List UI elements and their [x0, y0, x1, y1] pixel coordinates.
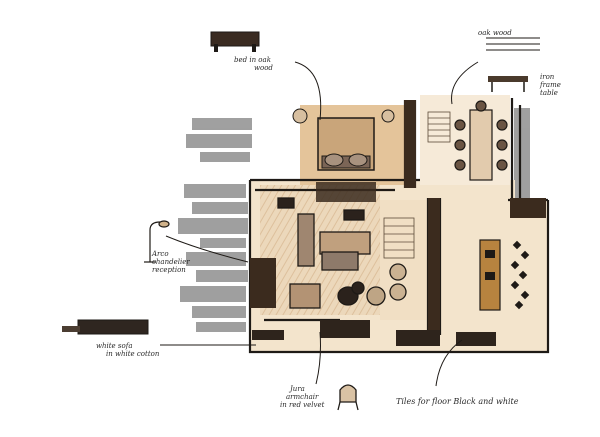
armchair-note-line1: Jura [290, 385, 305, 393]
lamp-note-line2: chandelier [152, 258, 190, 266]
lamp-note: Arco chandelier reception [152, 250, 190, 274]
armchair-note: Jura armchair in red velvet [280, 385, 324, 409]
armchair-note-line3: in red velvet [280, 401, 325, 409]
bed-sketch-icon [210, 31, 260, 52]
floor-area [250, 95, 548, 352]
floor-note: Tiles for floor Black and white [396, 397, 519, 406]
dark-partitions [250, 100, 546, 334]
oak-plank-sketch-icon [486, 37, 540, 51]
dining-note: iron frame table [540, 73, 561, 97]
bed [292, 108, 395, 171]
bed-note: bed in oak wood [234, 56, 273, 72]
sofa-sketch-icon [62, 319, 149, 335]
dining-table [454, 100, 508, 181]
sofa-note: white sofa in white cotton [96, 342, 159, 358]
sofa-note-line1: white sofa [96, 342, 133, 350]
dining-note-line1: iron [540, 73, 555, 81]
armchair-sketch-icon [337, 384, 359, 411]
bottom-strokes [252, 320, 496, 346]
bed-note-line2: wood [254, 64, 273, 72]
living-furniture [277, 197, 407, 309]
dining-note-line3: table [540, 89, 558, 97]
lamp-note-line1: Arco [152, 250, 169, 258]
oak-wood-note: oak wood [478, 29, 512, 37]
brick-walls [383, 111, 451, 259]
armchair-note-line2: armchair [286, 393, 319, 401]
bed-note-line1: bed in oak [234, 56, 271, 64]
dining-note-line2: frame [540, 81, 561, 89]
sofa-note-line2: in white cotton [106, 350, 160, 358]
lamp-sketch-icon [144, 220, 170, 263]
lamp-note-line3: reception [152, 266, 186, 274]
leader-lines [159, 61, 479, 387]
dining-table-sketch-icon [488, 76, 528, 92]
